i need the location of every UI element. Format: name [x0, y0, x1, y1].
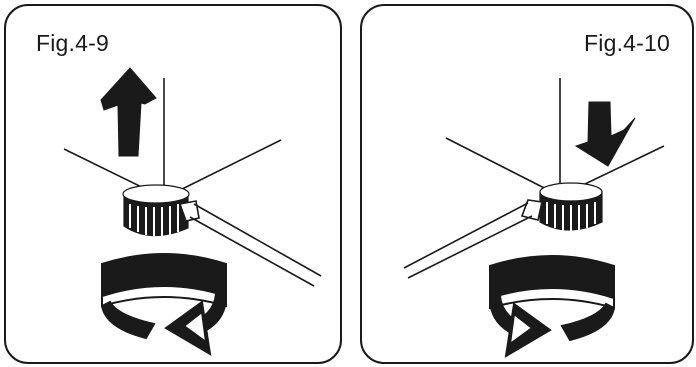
adjustable-foot [539, 182, 603, 232]
wrench-tool [178, 200, 322, 287]
figure-4-9-illustration [63, 67, 322, 356]
figure-label: Fig.4-10 [584, 30, 670, 56]
arrow-down-icon [574, 101, 636, 167]
figure-4-10-illustration [403, 78, 665, 358]
figure-panel-4-9: Fig.4-9 [4, 4, 342, 364]
wrench-tool [403, 199, 543, 279]
adjustable-foot [122, 184, 190, 237]
appliance-corner [445, 78, 665, 197]
arrow-up-icon [100, 67, 157, 157]
appliance-corner [63, 78, 282, 199]
figure-panel-4-10: Fig.4-10 [360, 4, 694, 364]
figure-label: Fig.4-9 [36, 30, 109, 56]
rotate-clockwise-icon [100, 253, 228, 356]
rotate-counterclockwise-icon [488, 255, 616, 358]
